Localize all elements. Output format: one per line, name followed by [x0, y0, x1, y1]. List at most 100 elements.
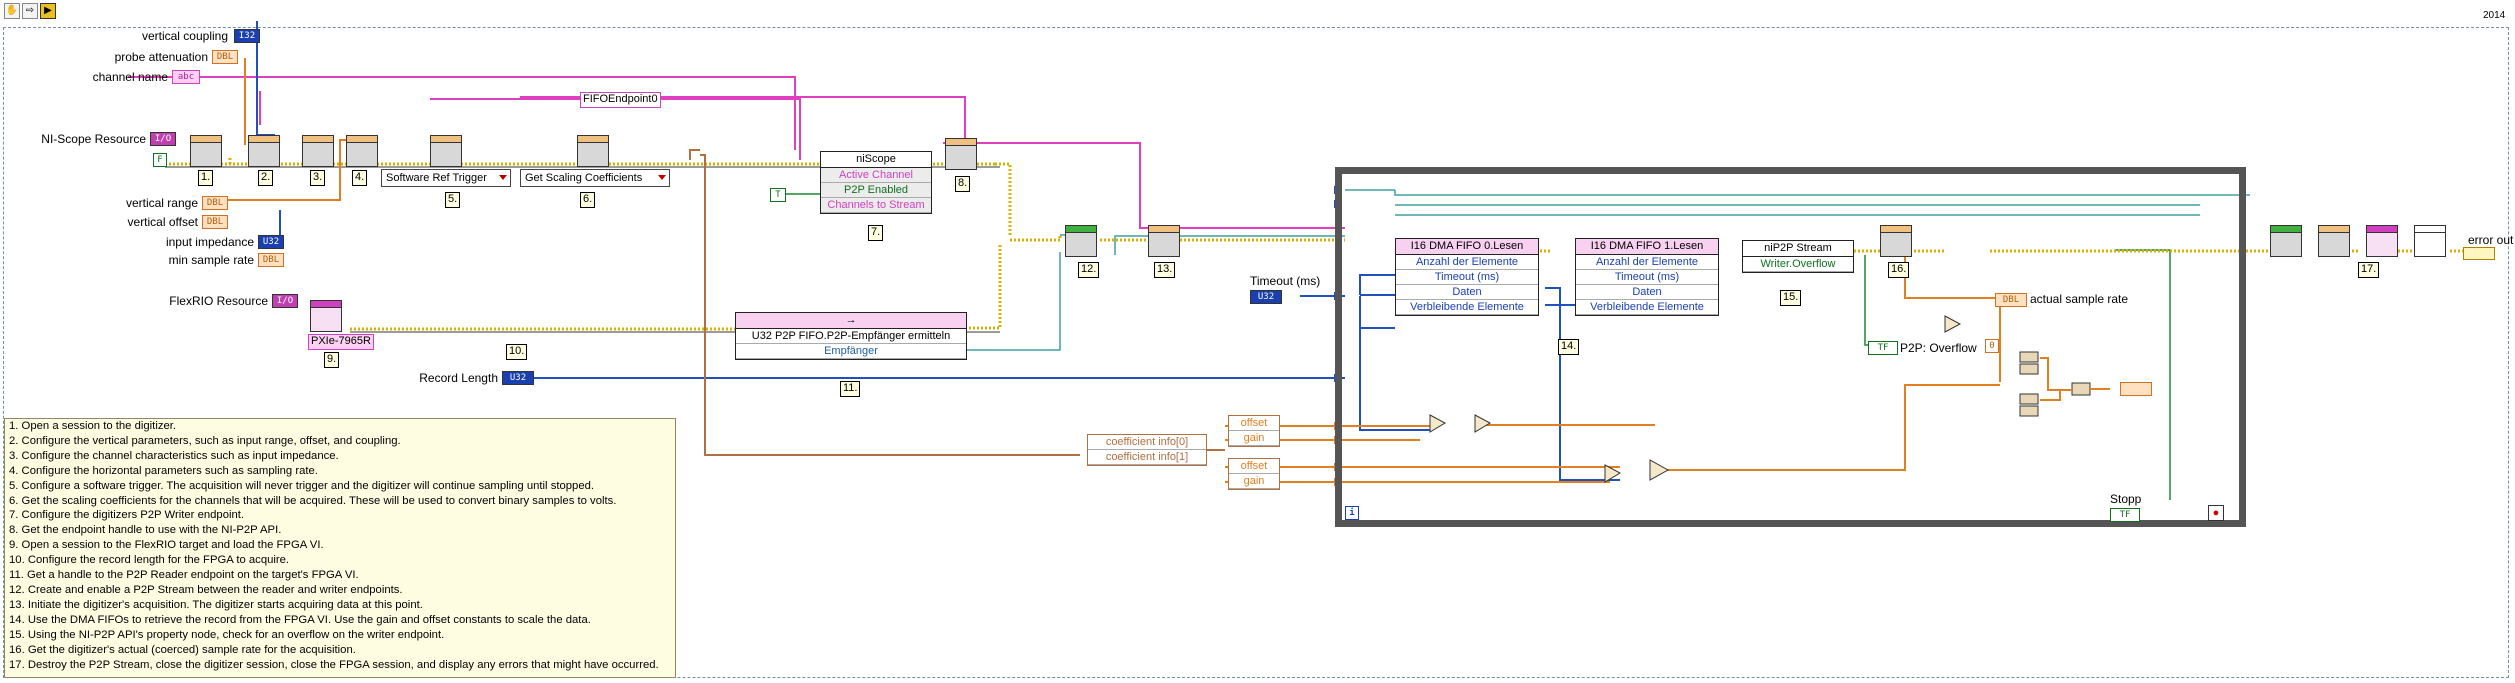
p2p-fifo-node[interactable]: → U32 P2P FIFO.P2P-Empfänger ermitteln E…	[735, 312, 967, 360]
coefficient-info-0-row: coefficient info[0]	[1088, 435, 1206, 450]
p2p-overflow-indicator: TF	[1868, 341, 1898, 355]
step-label-10: 10.	[506, 344, 528, 360]
run-icon[interactable]: ▶	[40, 3, 56, 19]
probe-attenuation-label: probe attenuation	[114, 50, 208, 64]
step-label-17: 17.	[2358, 262, 2380, 278]
comment-line: 4. Configure the horizontal parameters s…	[9, 464, 318, 477]
comment-line: 7. Configure the digitizers P2P Writer e…	[9, 509, 245, 522]
config-vertical-vi-icon[interactable]	[248, 135, 280, 167]
config-trigger-vi-icon[interactable]	[430, 135, 462, 167]
unbundle-1-node[interactable]: offset gain	[1228, 458, 1280, 490]
step-label-9: 9.	[324, 352, 340, 368]
dma-fifo-1-node[interactable]: I16 DMA FIFO 1.Lesen Anzahl der Elemente…	[1575, 238, 1719, 316]
dma-fifo-1-title: I16 DMA FIFO 1.Lesen	[1576, 239, 1718, 255]
niscope-resource-control[interactable]: I/O	[150, 132, 176, 146]
timeout-control[interactable]: U32	[1250, 290, 1282, 304]
open-fpga-vi-icon[interactable]	[310, 300, 342, 332]
step-label-2: 2.	[258, 170, 274, 186]
step-label-1: 1.	[198, 170, 214, 186]
coefficient-info-node[interactable]: coefficient info[0] coefficient info[1]	[1087, 434, 1207, 466]
comment-line: 5. Configure a software trigger. The acq…	[9, 479, 595, 492]
probe-attenuation-control[interactable]: DBL	[212, 50, 238, 64]
stopp-control[interactable]: TF	[2110, 508, 2140, 522]
channel-name-label: channel name	[92, 70, 168, 84]
dma-fifo-0-title: I16 DMA FIFO 0.Lesen	[1396, 239, 1538, 255]
step-label-13: 13.	[1154, 262, 1176, 278]
step-label-8: 8.	[955, 176, 971, 192]
actual-sample-rate-label: actual sample rate	[2030, 292, 2129, 306]
niscope-init-vi-icon[interactable]	[190, 135, 222, 167]
close-fpga-vi-icon[interactable]	[2366, 225, 2398, 257]
comment-line: 15. Using the NI-P2P API's property node…	[9, 628, 445, 641]
close-scope-vi-icon[interactable]	[2318, 225, 2350, 257]
writer-overflow-row: Writer.Overflow	[1743, 257, 1853, 272]
niscope-property-title: niScope	[821, 152, 931, 168]
vertical-coupling-control[interactable]: I32	[234, 29, 260, 43]
hand-tool-icon[interactable]: ✋	[4, 3, 20, 19]
record-length-control[interactable]: U32	[502, 371, 534, 385]
error-handler-vi-icon[interactable]	[2414, 225, 2446, 257]
vertical-offset-control[interactable]: DBL	[202, 215, 228, 229]
step-label-5: 5.	[445, 192, 461, 208]
waveform-array-indicator	[2120, 382, 2152, 396]
p2p-fifo-receiver-row: Empfänger	[736, 344, 966, 359]
nip2p-stream-title: niP2P Stream	[1743, 241, 1853, 257]
arrow-tool-icon[interactable]: ⇨	[22, 3, 38, 19]
dma-fifo-1-remaining-row: Verbleibende Elemente	[1576, 300, 1718, 315]
timeout-label: Timeout (ms)	[1250, 274, 1321, 288]
flexrio-resource-label: FlexRIO Resource	[169, 294, 268, 308]
get-endpoint-handle-vi-icon[interactable]	[945, 138, 977, 170]
error-out-indicator	[2463, 247, 2495, 260]
step-label-15: 15.	[1780, 290, 1802, 306]
input-impedance-label: input impedance	[165, 235, 254, 249]
flexrio-resource-control[interactable]: I/O	[272, 294, 298, 308]
dma-fifo-1-timeout-row: Timeout (ms)	[1576, 270, 1718, 285]
comment-line: 14. Use the DMA FIFOs to retrieve the re…	[9, 613, 591, 626]
destroy-stream-vi-icon[interactable]	[2270, 225, 2302, 257]
create-p2p-stream-vi-icon[interactable]	[1065, 225, 1097, 257]
comment-line: 6. Get the scaling coefficients for the …	[9, 494, 617, 507]
input-impedance-control[interactable]: U32	[258, 235, 284, 249]
software-ref-trigger-ring[interactable]: Software Ref Trigger	[381, 169, 511, 187]
p2p-fifo-method-row: U32 P2P FIFO.P2P-Empfänger ermitteln	[736, 329, 966, 344]
true-constant[interactable]: T	[770, 188, 786, 202]
config-chan-characteristics-vi-icon[interactable]	[302, 135, 334, 167]
channel-name-control[interactable]: abc	[172, 70, 200, 84]
dma-fifo-0-count-row: Anzahl der Elemente	[1396, 255, 1538, 270]
fifo-endpoint-constant[interactable]: FIFOEndpoint0	[580, 92, 661, 108]
year-label: 2014	[2483, 10, 2506, 21]
comments-block: 1. Open a session to the digitizer.2. Co…	[4, 418, 676, 678]
config-horizontal-vi-icon[interactable]	[346, 135, 378, 167]
false-constant[interactable]: F	[153, 153, 167, 167]
active-channel-row: Active Channel	[821, 168, 931, 183]
nip2p-stream-node[interactable]: niP2P Stream Writer.Overflow	[1742, 240, 1854, 273]
comment-line: 9. Open a session to the FlexRIO target …	[9, 539, 324, 552]
error-out-label: error out	[2468, 233, 2514, 247]
unbundle-1-offset-row: offset	[1229, 459, 1279, 474]
diagram-border	[3, 27, 2509, 678]
while-loop[interactable]	[1335, 167, 2246, 527]
unbundle-0-node[interactable]: offset gain	[1228, 415, 1280, 447]
min-sample-rate-label: min sample rate	[168, 253, 254, 267]
comment-line: 11. Get a handle to the P2P Reader endpo…	[9, 569, 359, 582]
zero-constant[interactable]: 0	[1985, 339, 1999, 353]
initiate-acquisition-vi-icon[interactable]	[1148, 225, 1180, 257]
record-length-label: Record Length	[419, 371, 498, 385]
min-sample-rate-control[interactable]: DBL	[258, 253, 284, 267]
dma-fifo-0-node[interactable]: I16 DMA FIFO 0.Lesen Anzahl der Elemente…	[1395, 238, 1539, 316]
dma-fifo-0-timeout-row: Timeout (ms)	[1396, 270, 1538, 285]
coefficient-info-1-row: coefficient info[1]	[1088, 450, 1206, 465]
niscope-property-node[interactable]: niScope Active Channel P2P Enabled Chann…	[820, 151, 932, 214]
sample-rate-vi-icon[interactable]	[1880, 225, 1912, 257]
step-label-7: 7.	[868, 225, 884, 241]
loop-iteration-terminal: i	[1345, 506, 1359, 520]
scaling-coefficients-vi-icon[interactable]	[577, 135, 609, 167]
step-label-16: 16.	[1888, 262, 1910, 278]
step-label-11: 11.	[840, 381, 861, 397]
target-name-label: PXIe-7965R	[308, 334, 374, 350]
comment-line: 13. Initiate the digitizer's acquisition…	[9, 598, 423, 611]
vertical-range-control[interactable]: DBL	[202, 196, 228, 210]
vertical-offset-label: vertical offset	[127, 215, 198, 229]
get-scaling-coefficients-ring[interactable]: Get Scaling Coefficients	[520, 169, 670, 187]
step-label-14: 14.	[1558, 339, 1580, 355]
